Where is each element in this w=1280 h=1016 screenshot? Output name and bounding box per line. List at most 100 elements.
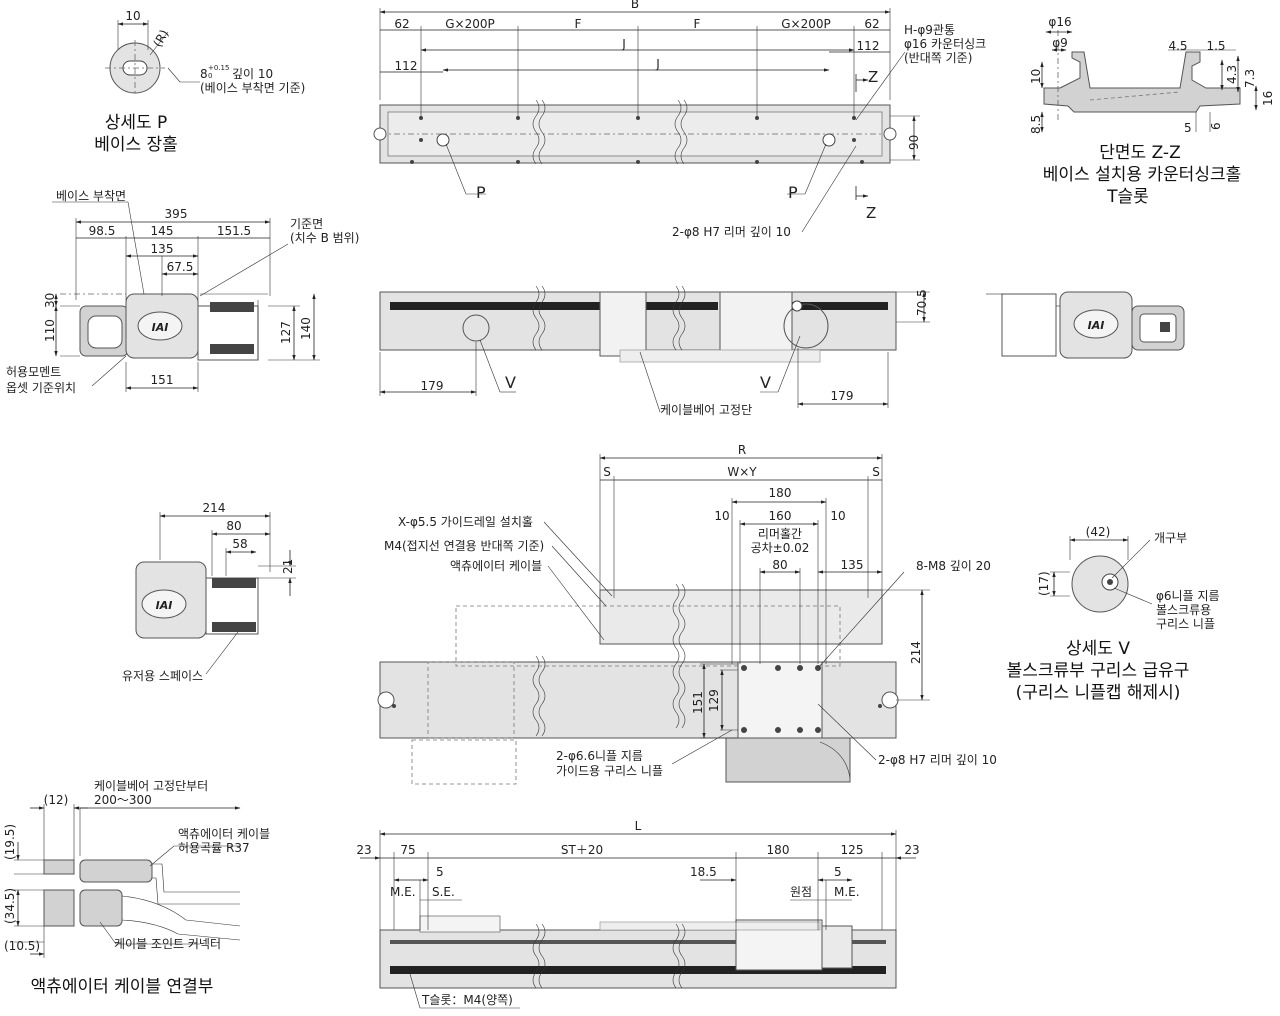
slider-dim-160: 160 xyxy=(769,509,792,523)
top-hole-note-1: H-φ9관통 xyxy=(904,23,955,37)
zz-dim-5: 5 xyxy=(1184,121,1192,135)
detail-p-depth-main: 8 xyxy=(200,67,208,81)
front-dim-st: ST＋20 xyxy=(561,843,603,857)
detail-v-dim-42: (42) xyxy=(1086,525,1111,539)
top-section-z-bottom: Z xyxy=(866,204,876,222)
slider-dim-135: 135 xyxy=(841,558,864,572)
slider-dim-10-left: 10 xyxy=(714,509,729,523)
top-detail-p-right: P xyxy=(788,183,798,202)
detail-p-dim-radius: (R) xyxy=(150,27,171,49)
slider-dim-S-right: S xyxy=(872,465,880,479)
detail-v-note-3: 구리스 니플 xyxy=(1156,617,1215,631)
zz-dim-16: 16 xyxy=(1261,91,1275,106)
front-dim-5-left: 5 xyxy=(436,865,444,879)
slider-reamer-pitch-2: 공차±0.02 xyxy=(751,541,810,555)
detail-p-view: 10 (R) 8 +0.15 0 깊이 10 (베이스 부착면 기준) 상세도 … xyxy=(94,9,305,155)
front-dim-180: 180 xyxy=(767,843,790,857)
zz-caption-1: 단면도 Z-Z xyxy=(1099,143,1180,163)
cable-dim-12: (12) xyxy=(44,793,69,807)
slider-note-m4: M4(접지선 연결용 반대쪽 기준) xyxy=(384,539,544,553)
cable-view: (12) (19.5) (34.5) (10.5) 케이블베어 고정단부터 20… xyxy=(3,779,270,997)
zz-dim-phi16: φ16 xyxy=(1048,15,1071,29)
end-dim-145: 145 xyxy=(151,224,174,238)
cable-note-cable-1: 액츄에이터 케이블 xyxy=(178,827,270,841)
front-label-se: S.E. xyxy=(432,885,455,899)
zz-dim-4-5: 4.5 xyxy=(1168,39,1187,53)
front-label-tslot: T슬롯：M4(양쪽) xyxy=(421,993,513,1007)
top-dim-62-right: 62 xyxy=(864,17,879,31)
end-view-logo: IAI xyxy=(152,321,169,334)
section-zz-profile xyxy=(1043,51,1241,113)
detail-v-caption-1: 상세도 V xyxy=(1066,639,1130,659)
detail-v-note-1: φ6니플 지름 xyxy=(1156,589,1220,603)
detail-v-caption-3: (구리스 니플캡 해제시) xyxy=(1016,683,1181,703)
zz-dim-8-5: 8.5 xyxy=(1029,115,1043,134)
front-dim-23-left: 23 xyxy=(356,843,371,857)
top-dim-F-left: F xyxy=(575,17,582,31)
side-dim-179-right: 179 xyxy=(831,389,854,403)
slider-note-nipple-2: 가이드용 구리스 니플 xyxy=(556,764,663,778)
top-hole-note-2: φ16 카운터싱크 xyxy=(904,37,986,51)
detail-p-dim-width: 10 xyxy=(125,9,140,23)
end-dim-135: 135 xyxy=(151,242,174,256)
top-dim-112-left: 112 xyxy=(395,59,418,73)
end-label-moment-2: 옵셋 기준위치 xyxy=(6,381,76,395)
slider-dim-10-right: 10 xyxy=(830,509,845,523)
end-label-moment-1: 허용모멘트 xyxy=(6,365,61,379)
detail-v-view: (42) (17) 개구부 φ6니플 지름 볼스크류용 구리스 니플 상세도 V… xyxy=(1007,525,1220,703)
detail-p-depth-note: 깊이 10 xyxy=(232,67,273,81)
slider-note-cable: 액츄에이터 케이블 xyxy=(450,559,542,573)
top-hole-note-3: (반대쪽 기준) xyxy=(904,51,972,65)
end-dim-30: 30 xyxy=(43,293,57,308)
slider-dim-80: 80 xyxy=(772,558,787,572)
detail-p-depth-ref: (베이스 부착면 기준) xyxy=(200,81,305,95)
slider-dim-S-left: S xyxy=(603,465,611,479)
front-dim-23-right: 23 xyxy=(904,843,919,857)
front-label-origin: 원점 xyxy=(790,885,812,899)
front-dim-18-5: 18.5 xyxy=(690,865,717,879)
zz-caption-2: 베이스 설치용 카운터싱크홀 xyxy=(1043,165,1242,185)
cable-dim-10-5: (10.5) xyxy=(4,939,40,953)
end-dim-98-5: 98.5 xyxy=(89,224,116,238)
zz-dim-10: 10 xyxy=(1029,69,1043,84)
detail-v-dim-17: (17) xyxy=(1037,571,1051,596)
slider-dim-151: 151 xyxy=(691,691,705,714)
front-label-me-left: M.E. xyxy=(390,885,416,899)
top-dim-112-right: 112 xyxy=(857,39,880,53)
end-dim-127: 127 xyxy=(279,321,293,344)
front-view: L 23 75 ST＋20 180 125 23 5 18.5 5 M.E. S… xyxy=(356,819,920,1009)
top-dim-J-lower: J xyxy=(655,57,660,71)
end-view: IAI 베이스 부착면 기준면 (치수 B 범위) 허용모멘트 xyxy=(6,189,359,395)
end-dim-395: 395 xyxy=(165,207,188,221)
detail-v-note-2: 볼스크류용 xyxy=(1156,603,1211,617)
cable-note-fix-2: 200～300 xyxy=(94,793,152,807)
user-space-logo: IAI xyxy=(156,599,173,612)
user-dim-214: 214 xyxy=(203,501,226,515)
top-dim-F-right: F xyxy=(694,17,701,31)
detail-p-depth-tol-lower: 0 xyxy=(208,72,212,80)
cable-note-joint: 케이블 조인트 커넥터 xyxy=(114,937,221,951)
side-dim-179-left: 179 xyxy=(421,379,444,393)
user-dim-21: 21 xyxy=(281,559,295,574)
slider-dim-R: R xyxy=(738,443,746,457)
zz-dim-6: 6 xyxy=(1209,122,1223,130)
side-view: 70.5 179 179 V V 케이블베어 고정단 xyxy=(379,285,930,417)
detail-p-depth-tol-upper: +0.15 xyxy=(208,64,229,72)
slider-carriage xyxy=(737,661,823,739)
end-dim-110: 110 xyxy=(43,319,57,342)
top-dim-gp-left: G×200P xyxy=(445,17,495,31)
side-dim-70-5: 70.5 xyxy=(915,289,929,316)
slider-reamer-pitch-1: 리머홀간 xyxy=(758,527,802,541)
detail-p-caption-1: 상세도 P xyxy=(105,113,168,133)
top-reamer-note: 2-φ8 H7 리머 깊이 10 xyxy=(672,225,791,239)
slider-dim-WY: W×Y xyxy=(727,465,757,479)
end-dim-151: 151 xyxy=(151,373,174,387)
end-dim-67-5: 67.5 xyxy=(167,260,194,274)
cable-note-cable-2: 허용곡률 R37 xyxy=(178,841,250,855)
user-space-label: 유저용 스페이스 xyxy=(122,669,203,683)
top-dim-J-upper: J xyxy=(621,37,626,51)
slider-dim-129: 129 xyxy=(707,689,721,712)
zz-dim-1-5: 1.5 xyxy=(1206,39,1225,53)
zz-dim-phi9: φ9 xyxy=(1052,36,1068,50)
